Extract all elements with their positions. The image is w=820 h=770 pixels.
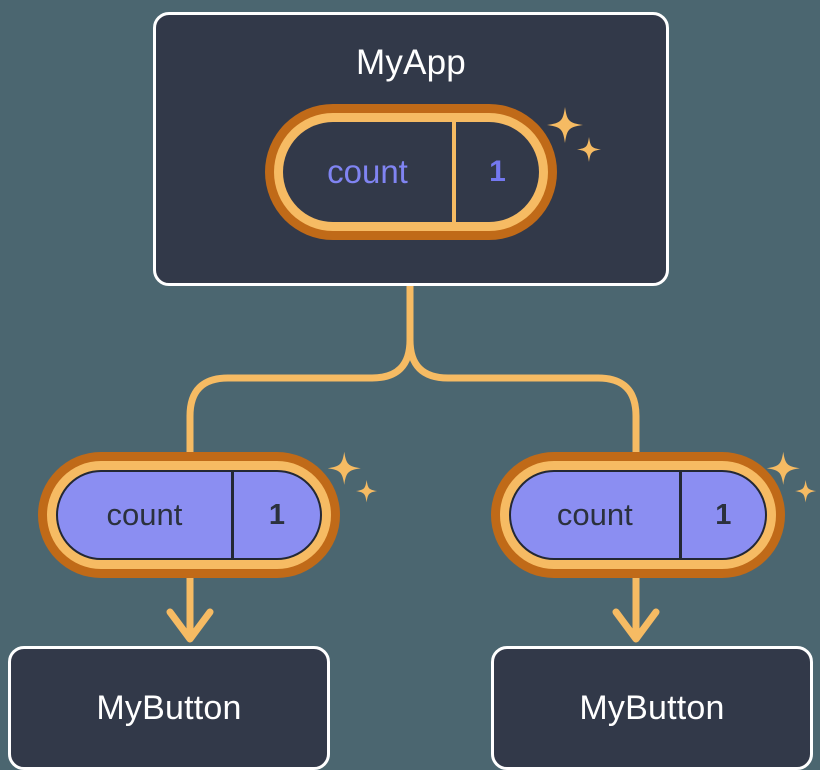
state-key-label: count bbox=[106, 497, 183, 532]
state-pill-child-left[interactable]: count 1 bbox=[38, 452, 340, 578]
state-value-label: 1 bbox=[678, 472, 765, 558]
state-pill-body: count 1 bbox=[283, 122, 539, 222]
state-pill-outer-ring: count 1 bbox=[491, 452, 785, 578]
state-pill-body: count 1 bbox=[509, 470, 767, 560]
component-title-myapp: MyApp bbox=[356, 43, 466, 82]
component-title-mybutton-right: MyButton bbox=[579, 688, 725, 727]
component-card-mybutton-right[interactable]: MyButton bbox=[491, 646, 813, 770]
state-pill-outer-ring: count 1 bbox=[265, 104, 557, 240]
connector-branch-right bbox=[406, 336, 640, 456]
component-title-mybutton-left: MyButton bbox=[96, 688, 242, 727]
state-pill-inner-ring: count 1 bbox=[274, 113, 548, 231]
state-pill-body: count 1 bbox=[56, 470, 322, 560]
arrow-head-right-icon bbox=[612, 608, 660, 643]
arrow-head-left-icon bbox=[166, 608, 214, 643]
state-pill-child-right[interactable]: count 1 bbox=[491, 452, 785, 578]
state-pill-myapp[interactable]: count 1 bbox=[265, 104, 557, 240]
state-value-label: 1 bbox=[230, 472, 320, 558]
connector-branch-left bbox=[186, 336, 414, 456]
state-key-label: count bbox=[327, 153, 408, 190]
state-value-label: 1 bbox=[451, 122, 539, 222]
state-pill-outer-ring: count 1 bbox=[38, 452, 340, 578]
state-pill-inner-ring: count 1 bbox=[47, 461, 331, 569]
component-card-mybutton-left[interactable]: MyButton bbox=[8, 646, 330, 770]
state-pill-inner-ring: count 1 bbox=[500, 461, 776, 569]
state-key-label: count bbox=[556, 497, 633, 532]
